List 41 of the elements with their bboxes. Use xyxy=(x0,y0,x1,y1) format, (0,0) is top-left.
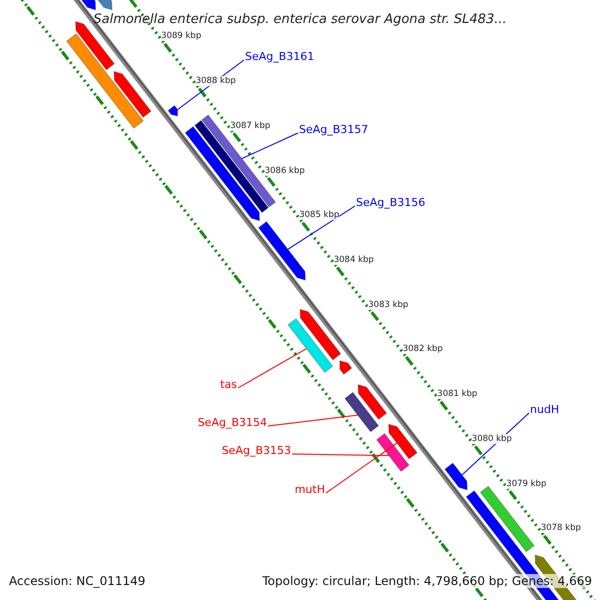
gene-feature xyxy=(388,424,418,460)
gene-feature xyxy=(168,105,178,116)
scale-label: 3082 kbp xyxy=(402,344,443,354)
gene-feature xyxy=(288,318,334,373)
gene-label: SeAg_B3157 xyxy=(299,123,368,136)
gene-feature xyxy=(114,70,152,118)
topology-text: Topology: circular; Length: 4,798,660 bp; Genes: 4,669 xyxy=(262,574,592,588)
leader-line xyxy=(268,414,358,426)
gene-feature xyxy=(66,33,144,129)
leader-line xyxy=(238,348,307,388)
scale-label: 3085 kbp xyxy=(299,210,340,220)
gene-feature xyxy=(258,221,306,281)
gene-feature xyxy=(444,462,468,490)
scale-label: 3079 kbp xyxy=(506,478,546,489)
gene-feature xyxy=(358,384,388,420)
scale-label: 3084 kbp xyxy=(334,255,374,266)
scale-label: 3087 kbp xyxy=(230,120,270,131)
gene-feature xyxy=(339,360,352,375)
gene-label: SeAg_B3156 xyxy=(356,196,426,209)
leader-line xyxy=(241,132,298,160)
gene-label: SeAg_B3161 xyxy=(245,50,314,63)
scale-label: 3088 kbp xyxy=(196,76,236,86)
accession-text: Accession: NC_011149 xyxy=(9,574,146,588)
leader-line xyxy=(326,442,398,494)
scale-label: 3080 kbp xyxy=(472,434,512,444)
gene-label: SeAg_B3154 xyxy=(198,416,267,429)
gene-feature xyxy=(300,308,342,360)
gene-feature xyxy=(376,433,410,472)
gene-label: SeAg_B3153 xyxy=(222,444,291,457)
map-title: Salmonella enterica subsp. enterica serovar Agona str. SL483... xyxy=(92,12,508,27)
leader-line xyxy=(287,206,356,250)
gene-label: mutH xyxy=(294,483,325,496)
leader-line xyxy=(292,454,390,456)
scale-label: 3083 kbp xyxy=(368,300,408,310)
scale-label: 3081 kbp xyxy=(437,389,478,400)
gene-label: tas xyxy=(220,378,237,391)
scale-label: 3086 kbp xyxy=(264,166,305,176)
scale-label: 3078 kbp xyxy=(540,523,581,534)
scale-label: 3089 kbp xyxy=(161,31,202,42)
gene-feature xyxy=(344,392,380,432)
gene-label: nudH xyxy=(530,403,560,416)
